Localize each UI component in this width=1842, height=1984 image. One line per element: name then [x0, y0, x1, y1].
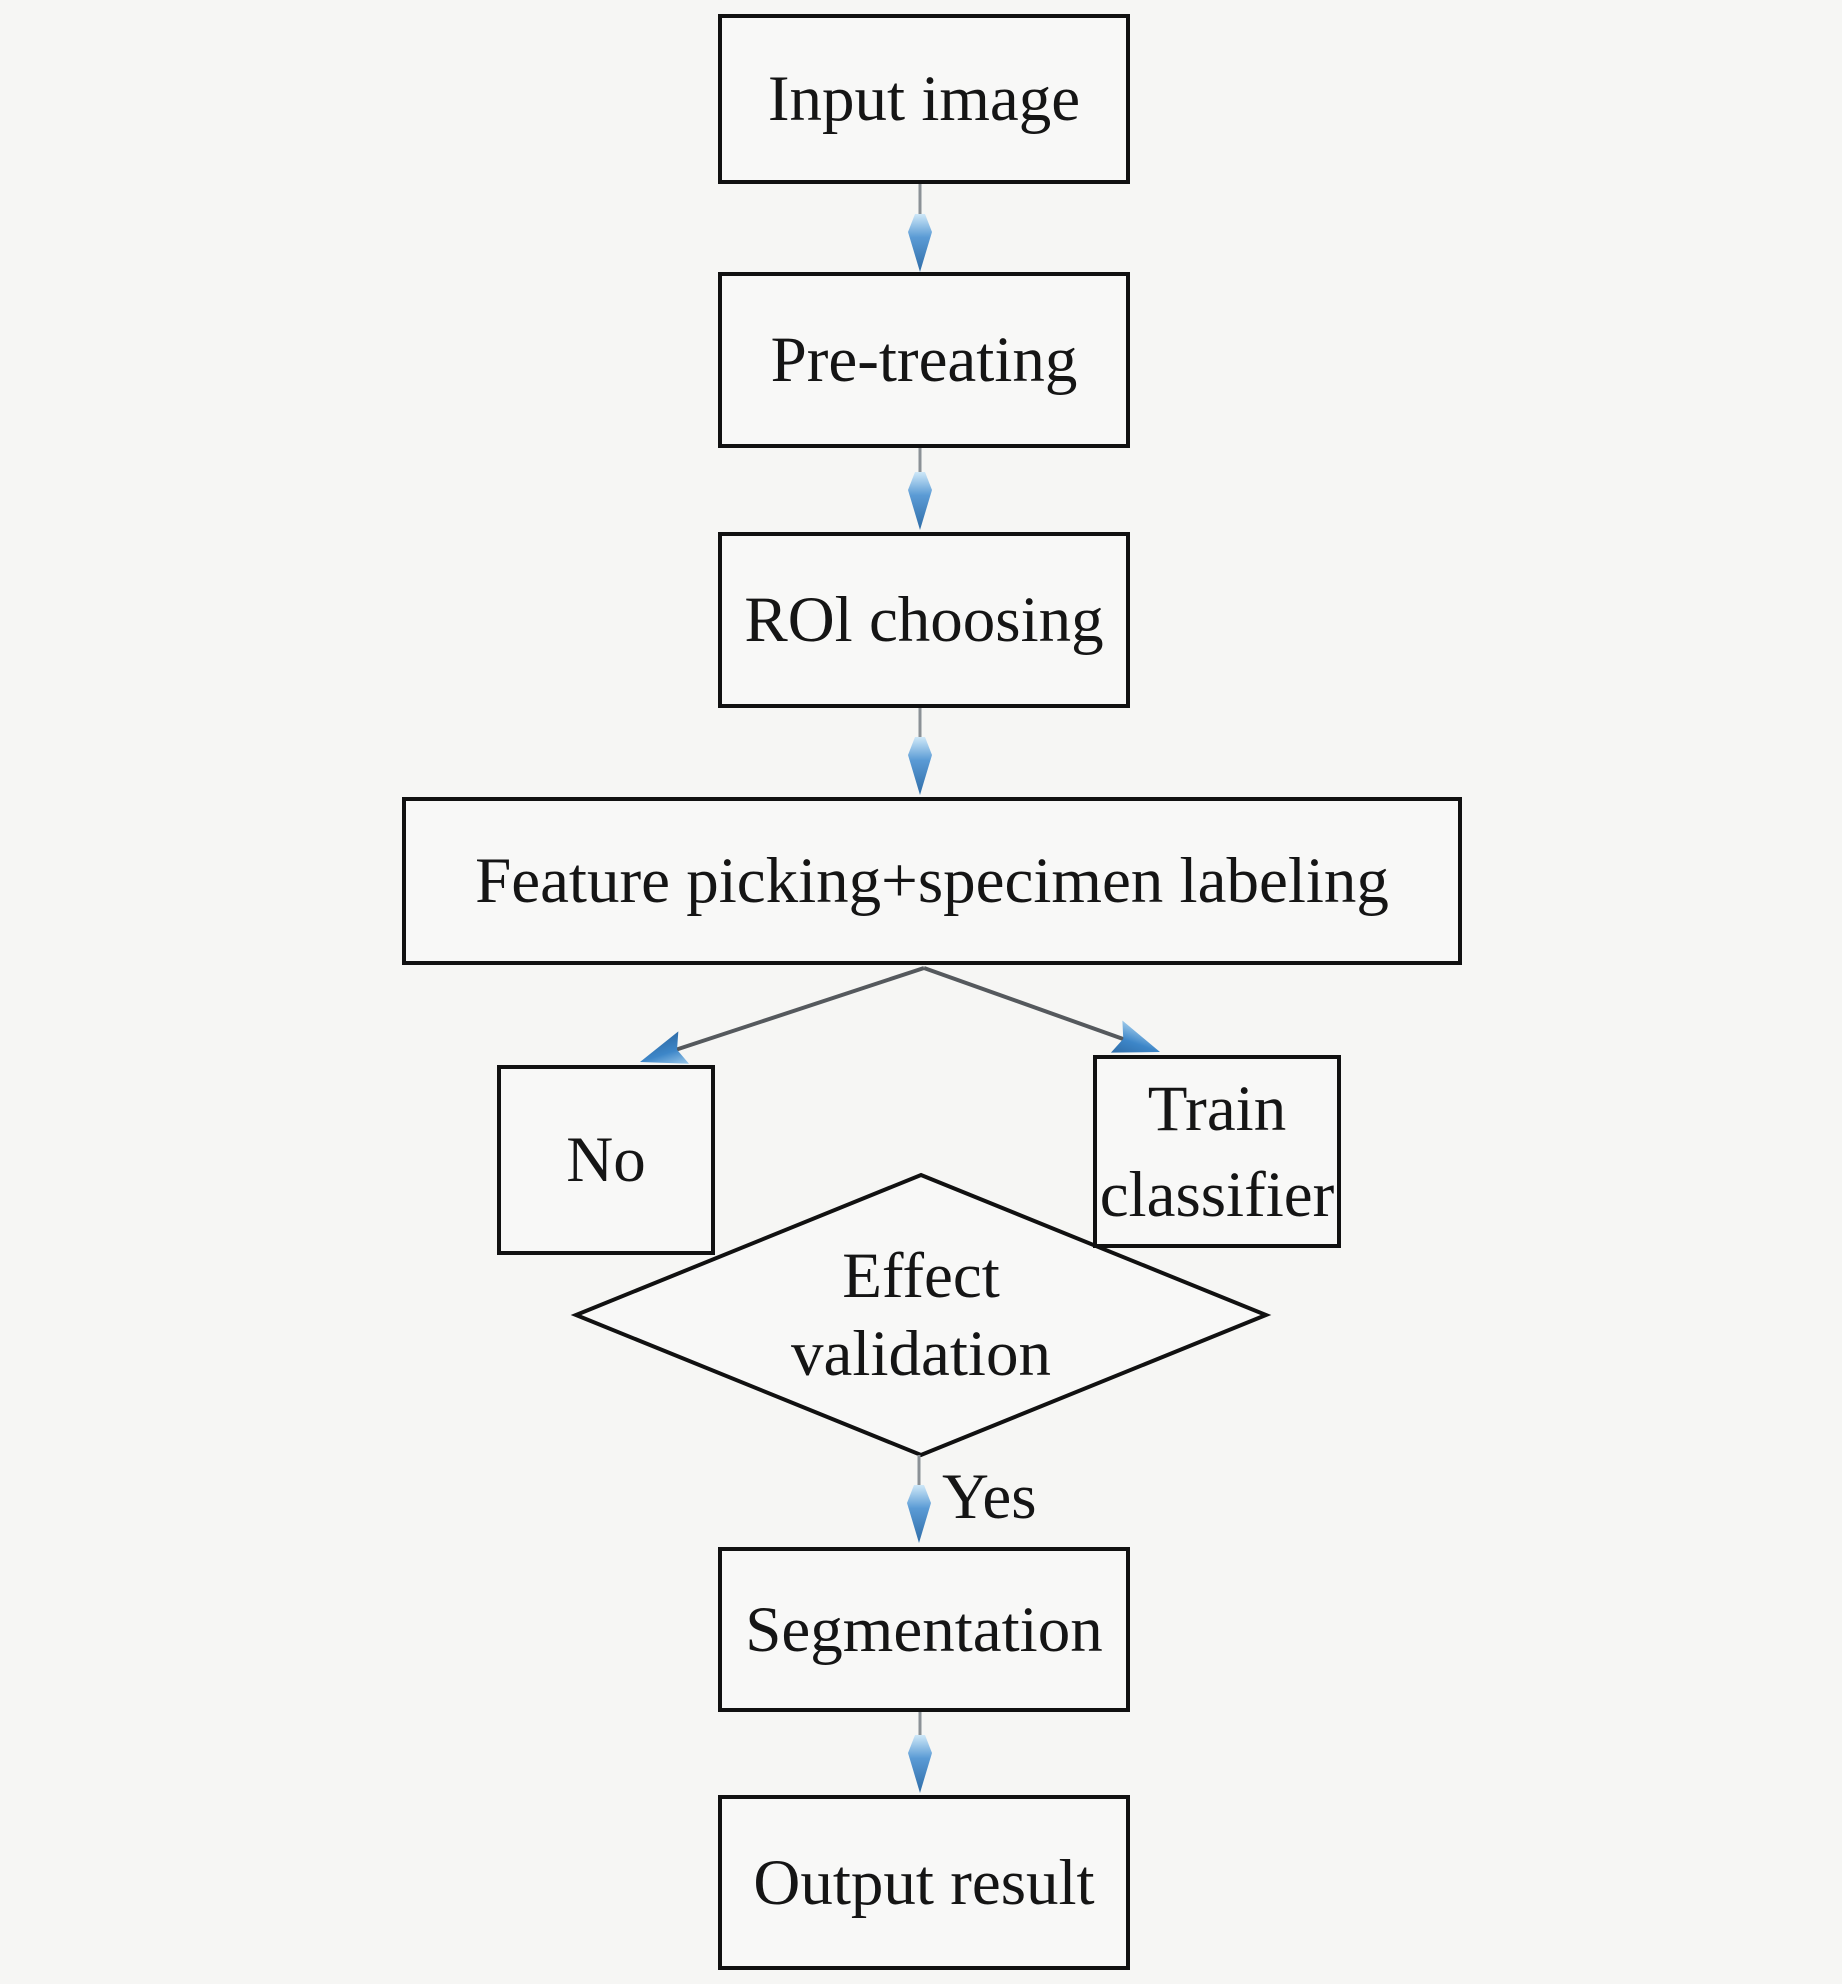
- node-input-image: Input image: [718, 14, 1130, 184]
- node-segmentation: Segmentation: [718, 1547, 1130, 1712]
- node-roi-choosing: ROl choosing: [718, 532, 1130, 708]
- node-feature-picking-specimen-labeling: Feature picking+specimen labeling: [402, 797, 1462, 965]
- node-pre-treating: Pre-treating: [718, 272, 1130, 448]
- edge-label-yes: Yes: [942, 1461, 1037, 1533]
- decision-effect-validation-label: Effect validation: [791, 1240, 1051, 1390]
- node-train-classifier: Train classifier: [1093, 1055, 1341, 1248]
- node-no: No: [497, 1065, 715, 1255]
- node-output-result: Output result: [718, 1795, 1130, 1970]
- diagonal-connector-lines: [659, 966, 1141, 1057]
